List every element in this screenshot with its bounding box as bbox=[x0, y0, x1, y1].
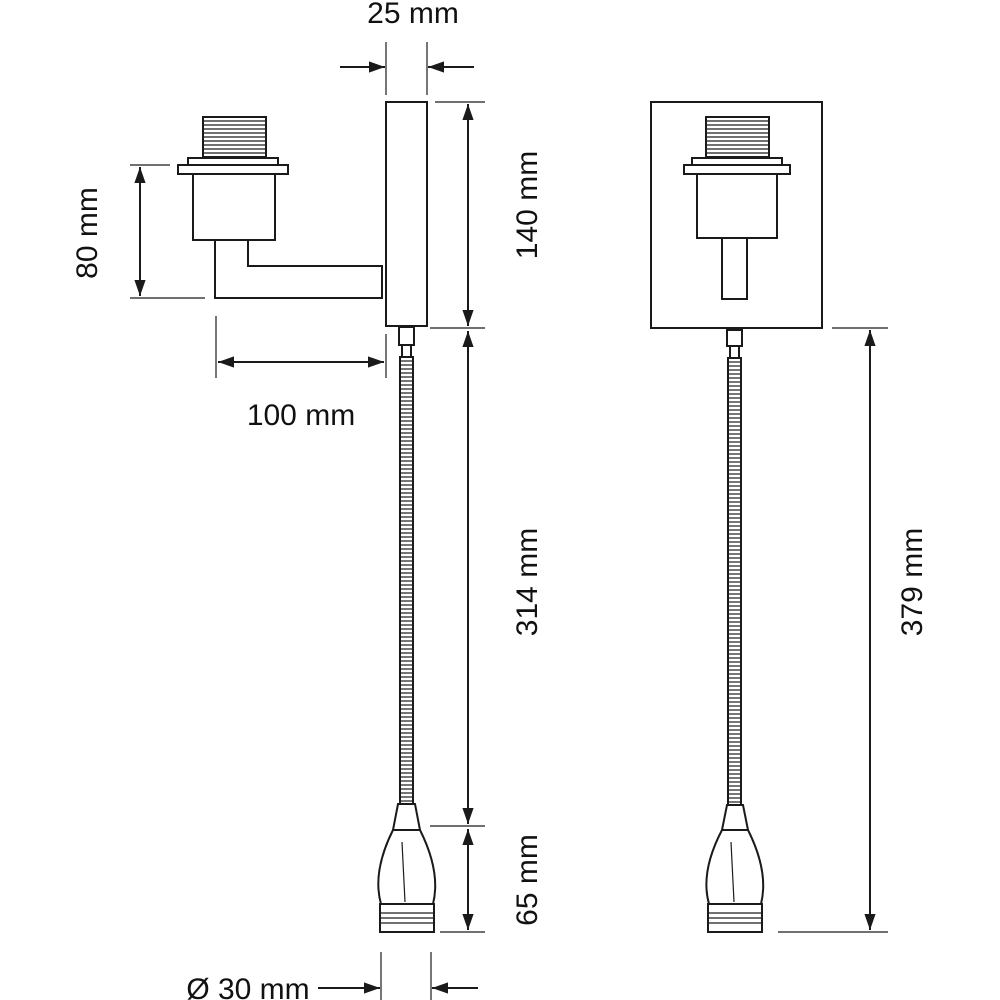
label-head-diameter: Ø 30 mm bbox=[186, 973, 309, 1000]
neck-connector-front bbox=[726, 329, 743, 347]
wall-arm bbox=[214, 239, 383, 299]
lamp-head-front bbox=[705, 804, 765, 933]
lamp-head-side bbox=[377, 803, 437, 933]
label-gooseneck-length: 314 mm bbox=[511, 528, 544, 636]
gooseneck-side bbox=[399, 356, 414, 805]
gooseneck-front bbox=[727, 357, 742, 806]
label-arm-projection: 100 mm bbox=[247, 399, 355, 432]
side-view bbox=[177, 101, 437, 933]
socket-front bbox=[683, 116, 791, 300]
front-view bbox=[650, 101, 823, 933]
dimension-lines bbox=[130, 42, 888, 1000]
neck-connector-side bbox=[398, 326, 415, 346]
label-arm-thickness: 25 mm bbox=[367, 0, 459, 30]
label-head-length: 65 mm bbox=[511, 834, 544, 926]
label-socket-height: 80 mm bbox=[71, 187, 104, 279]
socket-side bbox=[177, 116, 289, 241]
wall-plate-side bbox=[385, 101, 428, 327]
label-total-length: 379 mm bbox=[896, 528, 929, 636]
label-base-height: 140 mm bbox=[511, 151, 544, 259]
